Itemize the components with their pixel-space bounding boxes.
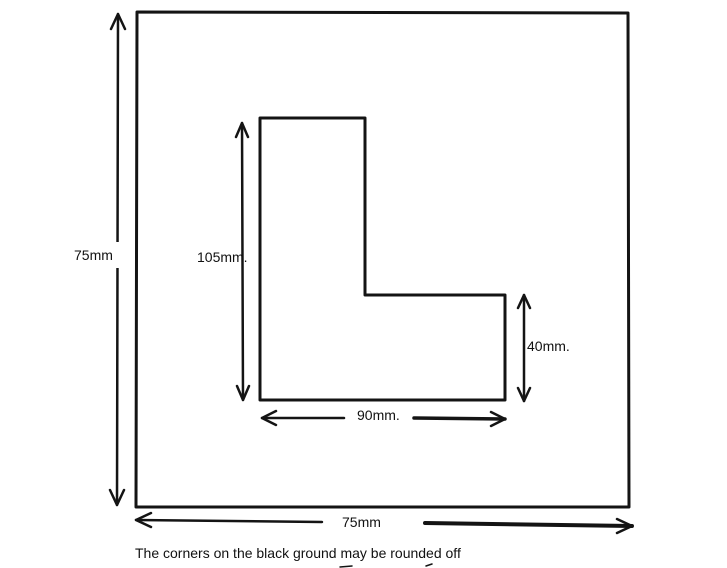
outer-height-label: 75mm: [74, 247, 113, 263]
outer-width-label: 75mm: [342, 514, 381, 530]
outer-height-arrow: [72, 12, 127, 507]
caption-text: The corners on the black ground may be r…: [135, 545, 461, 561]
l-height-arrow: [234, 121, 251, 402]
l-shape: [258, 116, 507, 402]
outer-width-arrow: [134, 511, 634, 535]
l-width-label: 90mm.: [357, 407, 400, 423]
l-foot-height-label: 40mm.: [527, 338, 570, 354]
caption-remnant: [339, 563, 433, 568]
l-height-label: 105mm.: [197, 249, 248, 265]
l-foot-height-arrow: [516, 293, 532, 403]
l-width-arrow: [260, 409, 507, 428]
outer-square: [134, 10, 631, 509]
